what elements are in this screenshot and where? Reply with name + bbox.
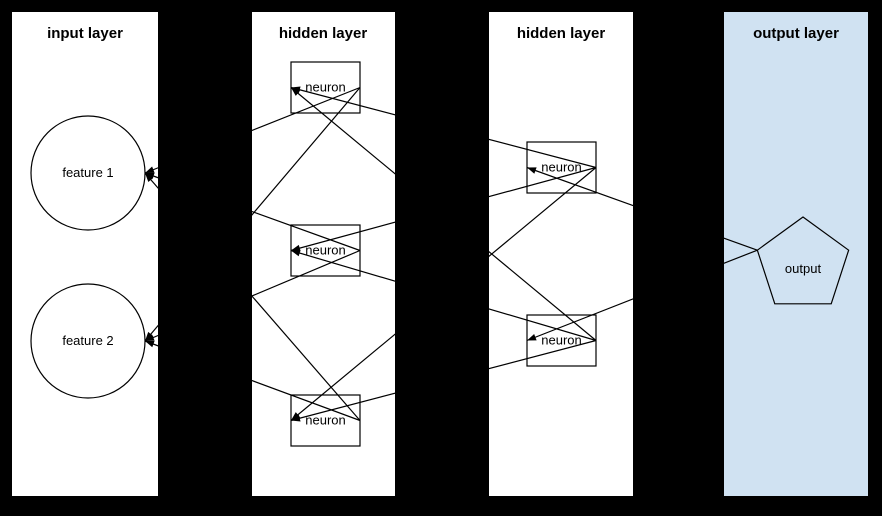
node-input-1[interactable]: feature 2: [30, 283, 146, 399]
arrowhead-icon: [145, 334, 155, 341]
arrowhead-icon: [291, 249, 301, 257]
node-pentagon-shape[interactable]: [756, 216, 850, 305]
node-label: output: [785, 261, 822, 276]
layer-title-hidden-2: hidden layer: [517, 25, 606, 42]
node-rect-shape[interactable]: [526, 141, 597, 194]
connection-line: [144, 172, 361, 421]
panel-input-layer[interactable]: [12, 12, 158, 496]
node-label: feature 1: [62, 165, 113, 180]
connection-line: [144, 172, 361, 252]
connection-line: [290, 249, 597, 342]
arrowhead-icon: [527, 167, 537, 174]
node-hidden-1-0[interactable]: neuron: [290, 61, 361, 114]
node-hidden-2-0[interactable]: neuron: [526, 141, 597, 194]
connection-line: [144, 340, 361, 422]
connection-line: [290, 339, 597, 422]
connection-line: [290, 86, 597, 169]
connection-edges: [144, 86, 758, 422]
node-label: neuron: [541, 160, 581, 175]
node-label: neuron: [305, 243, 345, 258]
node-rect-shape[interactable]: [290, 224, 361, 277]
layer-title-input: input layer: [47, 25, 123, 42]
arrowhead-icon: [527, 334, 537, 341]
panel-output-layer[interactable]: [724, 12, 868, 496]
node-hidden-1-1[interactable]: neuron: [290, 224, 361, 277]
panel-hidden-layer-1[interactable]: [252, 12, 395, 496]
node-rect-shape[interactable]: [290, 394, 361, 447]
connection-line: [290, 167, 597, 421]
connection-line: [144, 249, 361, 342]
node-label: neuron: [541, 333, 581, 348]
node-hidden-2-1[interactable]: neuron: [526, 314, 597, 367]
node-circle-shape[interactable]: [30, 283, 146, 399]
arrowhead-icon: [145, 166, 155, 173]
arrowhead-icon: [291, 412, 301, 421]
node-rect-shape[interactable]: [526, 314, 597, 367]
diagram-nodes: feature 1 feature 2 neuron neuron neuron neur…: [30, 61, 850, 447]
layer-panels: [12, 12, 868, 496]
panel-hidden-layer-2[interactable]: [489, 12, 633, 496]
connection-line: [290, 166, 597, 252]
arrowhead-icon: [291, 414, 301, 422]
node-label: neuron: [305, 80, 345, 95]
node-rect-shape[interactable]: [290, 61, 361, 114]
layer-title-hidden-1: hidden layer: [279, 25, 368, 42]
connection-line: [144, 87, 361, 342]
arrowhead-icon: [145, 173, 154, 183]
connection-line: [290, 87, 597, 341]
node-output-0[interactable]: output: [756, 216, 850, 305]
node-hidden-1-2[interactable]: neuron: [290, 394, 361, 447]
arrowhead-icon: [145, 331, 154, 341]
arrowhead-icon: [291, 244, 301, 252]
connection-line: [144, 86, 361, 174]
layer-title-output: output layer: [753, 25, 839, 42]
arrowhead-icon: [145, 340, 155, 348]
node-label: feature 2: [62, 333, 113, 348]
node-label: neuron: [305, 413, 345, 428]
node-input-0[interactable]: feature 1: [30, 115, 146, 231]
node-circle-shape[interactable]: [30, 115, 146, 231]
connection-line: [526, 166, 758, 251]
arrowhead-icon: [291, 87, 301, 96]
connection-line: [526, 249, 758, 342]
